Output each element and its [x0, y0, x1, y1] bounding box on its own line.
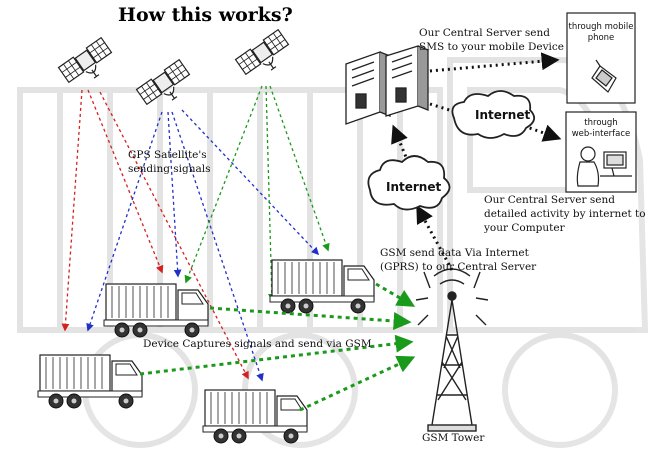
satellite-icon: [57, 37, 119, 92]
red-signal-arrows: [61, 89, 249, 380]
gsm-tower-label: GSM Tower: [422, 432, 485, 444]
computer-user-icon: [565, 111, 637, 193]
internet-cloud-icon: [451, 90, 536, 139]
gsm-data-arrows: [139, 282, 416, 412]
mobile-phone-box-label: through mobile phone: [568, 22, 634, 43]
server-internet-label: Our Central Server send detailed activit…: [484, 194, 646, 234]
satellite-icon: [234, 29, 296, 84]
truck-icon: [269, 259, 375, 314]
blue-signal-arrows: [86, 109, 320, 382]
green-signal-arrows: [184, 85, 330, 302]
truck-icon: [37, 354, 143, 409]
server-sms-label: Our Central Server send SMS to your mobi…: [419, 27, 565, 53]
internet-cloud-icon: [367, 155, 451, 211]
gsm-send-label: GSM send data Via Internet (GPRS) to our…: [380, 247, 537, 273]
server-icon: [345, 45, 429, 125]
internet-arrows: [391, 52, 562, 271]
truck-icon: [202, 389, 308, 444]
internet-label: Internet: [475, 108, 531, 122]
satellite-icon: [135, 59, 197, 114]
web-interface-box-label: through web-interface: [571, 118, 631, 139]
mobile-phone-icon: [566, 12, 636, 104]
diagram-title: How this works?: [118, 4, 293, 26]
internet-label: Internet: [386, 180, 442, 194]
device-captures-label: Device Captures signals and send via GSM: [143, 338, 372, 350]
satellite-signals-label: GPS Satellite's sending signals: [128, 149, 211, 175]
gsm-tower-icon: [415, 268, 489, 432]
